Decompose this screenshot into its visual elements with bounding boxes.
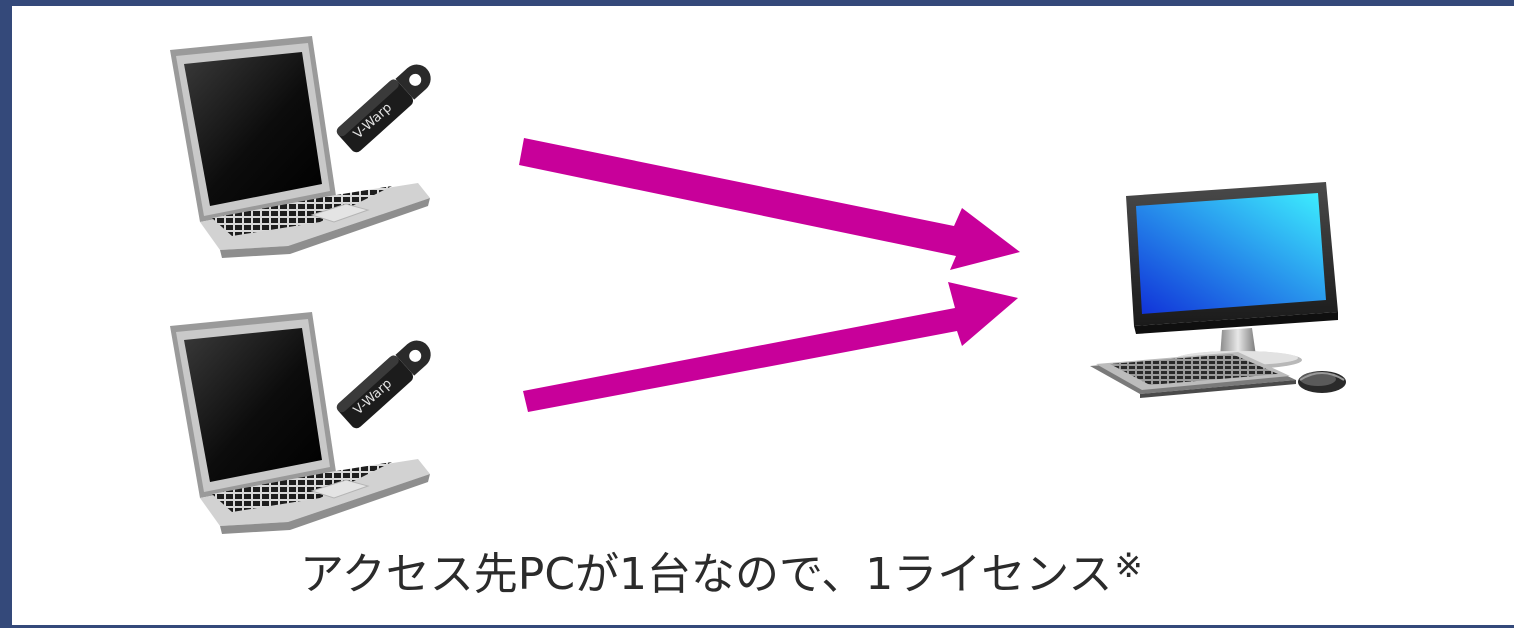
note-mark: ※: [1114, 546, 1143, 586]
usb-key-icon: V-Warp: [336, 64, 431, 153]
usb-key-icon: V-Warp: [336, 340, 431, 429]
arrow-icon: [519, 138, 1020, 270]
arrow-icon: [523, 282, 1018, 412]
laptop-icon: [170, 312, 430, 534]
desktop-pc-icon: [1090, 182, 1346, 398]
caption-text: アクセス先PCが1台なので、1ライセンス: [300, 549, 1113, 600]
laptop-icon: [170, 36, 430, 258]
caption: アクセス先PCが1台なので、1ライセンス※: [300, 538, 1260, 602]
